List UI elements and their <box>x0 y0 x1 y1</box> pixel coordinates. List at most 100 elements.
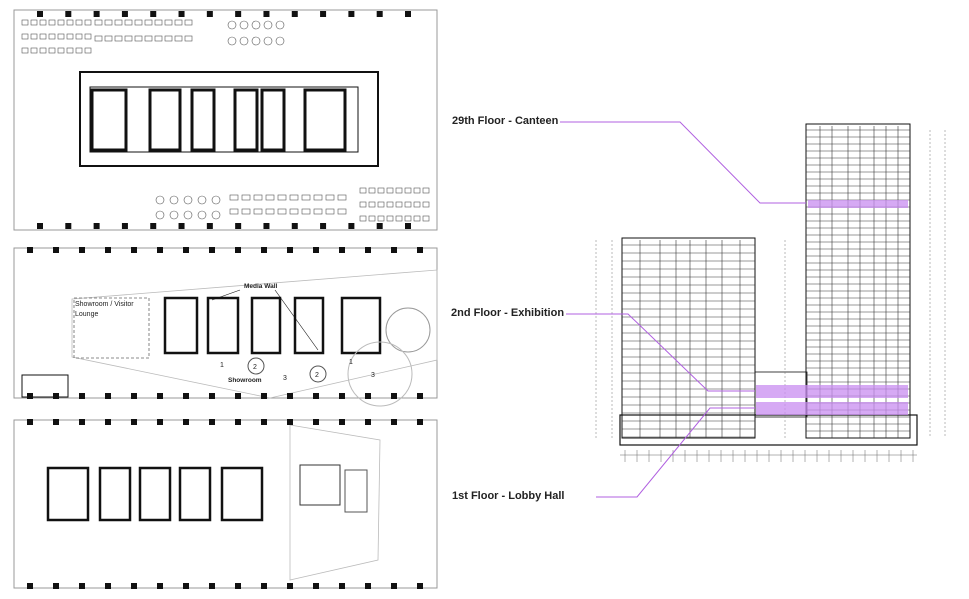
column <box>287 583 293 589</box>
column <box>157 393 163 399</box>
leader-line-1st <box>596 407 755 498</box>
round-table <box>263 20 273 30</box>
dining-table <box>368 187 376 194</box>
column <box>417 393 423 399</box>
dining-table <box>253 208 263 215</box>
dining-table <box>134 35 143 42</box>
column <box>93 223 100 229</box>
dining-table <box>114 35 123 42</box>
column <box>121 223 128 229</box>
callout-29th-floor-canteen: 29th Floor - Canteen <box>452 115 559 127</box>
dining-table <box>337 208 347 215</box>
column <box>365 419 371 425</box>
dining-table <box>359 215 367 222</box>
dining-table <box>75 19 83 26</box>
column <box>53 583 59 589</box>
round-table <box>155 210 165 220</box>
dining-table <box>104 19 113 26</box>
column <box>291 223 298 229</box>
dining-table <box>164 19 173 26</box>
dining-table <box>66 33 74 40</box>
dining-table <box>368 215 376 222</box>
column <box>417 419 423 425</box>
dining-table <box>422 215 430 222</box>
dining-table <box>75 33 83 40</box>
floor-plan-2nd-exhibition: Media Wall Showroom / Visitor Lounge Sho… <box>13 247 438 407</box>
column <box>376 11 383 17</box>
dining-table <box>229 194 239 201</box>
highlight-29th-floor <box>808 200 908 208</box>
zone-marker: 2 <box>315 372 319 379</box>
column <box>263 11 270 17</box>
column <box>287 419 293 425</box>
zone-marker: 1 <box>349 359 353 366</box>
round-table <box>239 20 249 30</box>
core-wall <box>220 466 264 522</box>
round-table <box>211 195 221 205</box>
column <box>348 11 355 17</box>
column <box>131 247 137 253</box>
column <box>79 419 85 425</box>
core-wall <box>178 466 212 522</box>
dining-table <box>39 19 47 26</box>
dining-table <box>265 208 275 215</box>
column <box>37 223 43 229</box>
core-wall <box>340 296 382 355</box>
dining-table <box>313 194 323 201</box>
dining-table <box>184 35 193 42</box>
column <box>131 393 137 399</box>
dining-table <box>301 208 311 215</box>
round-table <box>239 36 249 46</box>
column <box>37 11 43 17</box>
column <box>287 247 293 253</box>
column <box>235 247 241 253</box>
dining-table <box>66 47 74 54</box>
round-table <box>169 195 179 205</box>
column <box>348 223 355 229</box>
dining-table <box>144 19 153 26</box>
column <box>209 393 215 399</box>
column <box>209 583 215 589</box>
zone-marker: 3 <box>283 375 287 382</box>
dining-table <box>325 194 335 201</box>
column <box>287 393 293 399</box>
dining-table <box>413 215 421 222</box>
column <box>178 223 185 229</box>
media-wall-label: Media Wall <box>244 283 278 290</box>
column <box>391 247 397 253</box>
dining-table <box>57 33 65 40</box>
column <box>391 419 397 425</box>
column <box>150 11 157 17</box>
core-wall <box>46 466 90 522</box>
column <box>53 393 59 399</box>
core-wall <box>98 466 132 522</box>
dining-table <box>413 201 421 208</box>
round-table <box>275 36 285 46</box>
zone-marker: 2 <box>253 364 257 371</box>
column <box>339 419 345 425</box>
round-table <box>211 210 221 220</box>
column <box>183 393 189 399</box>
dining-table <box>229 208 239 215</box>
column <box>121 11 128 17</box>
column <box>261 393 267 399</box>
dining-table <box>39 47 47 54</box>
column <box>206 223 213 229</box>
dining-table <box>404 215 412 222</box>
column <box>405 223 411 229</box>
column <box>79 247 85 253</box>
dining-table <box>337 194 347 201</box>
dining-table <box>395 201 403 208</box>
column <box>313 393 319 399</box>
dining-table <box>154 19 163 26</box>
column <box>313 419 319 425</box>
zone-marker: 1 <box>220 362 224 369</box>
dining-table <box>377 201 385 208</box>
column <box>183 419 189 425</box>
column <box>365 583 371 589</box>
column <box>150 223 157 229</box>
dining-table <box>21 33 29 40</box>
core-wall <box>190 88 216 152</box>
dining-table <box>359 201 367 208</box>
column <box>131 583 137 589</box>
